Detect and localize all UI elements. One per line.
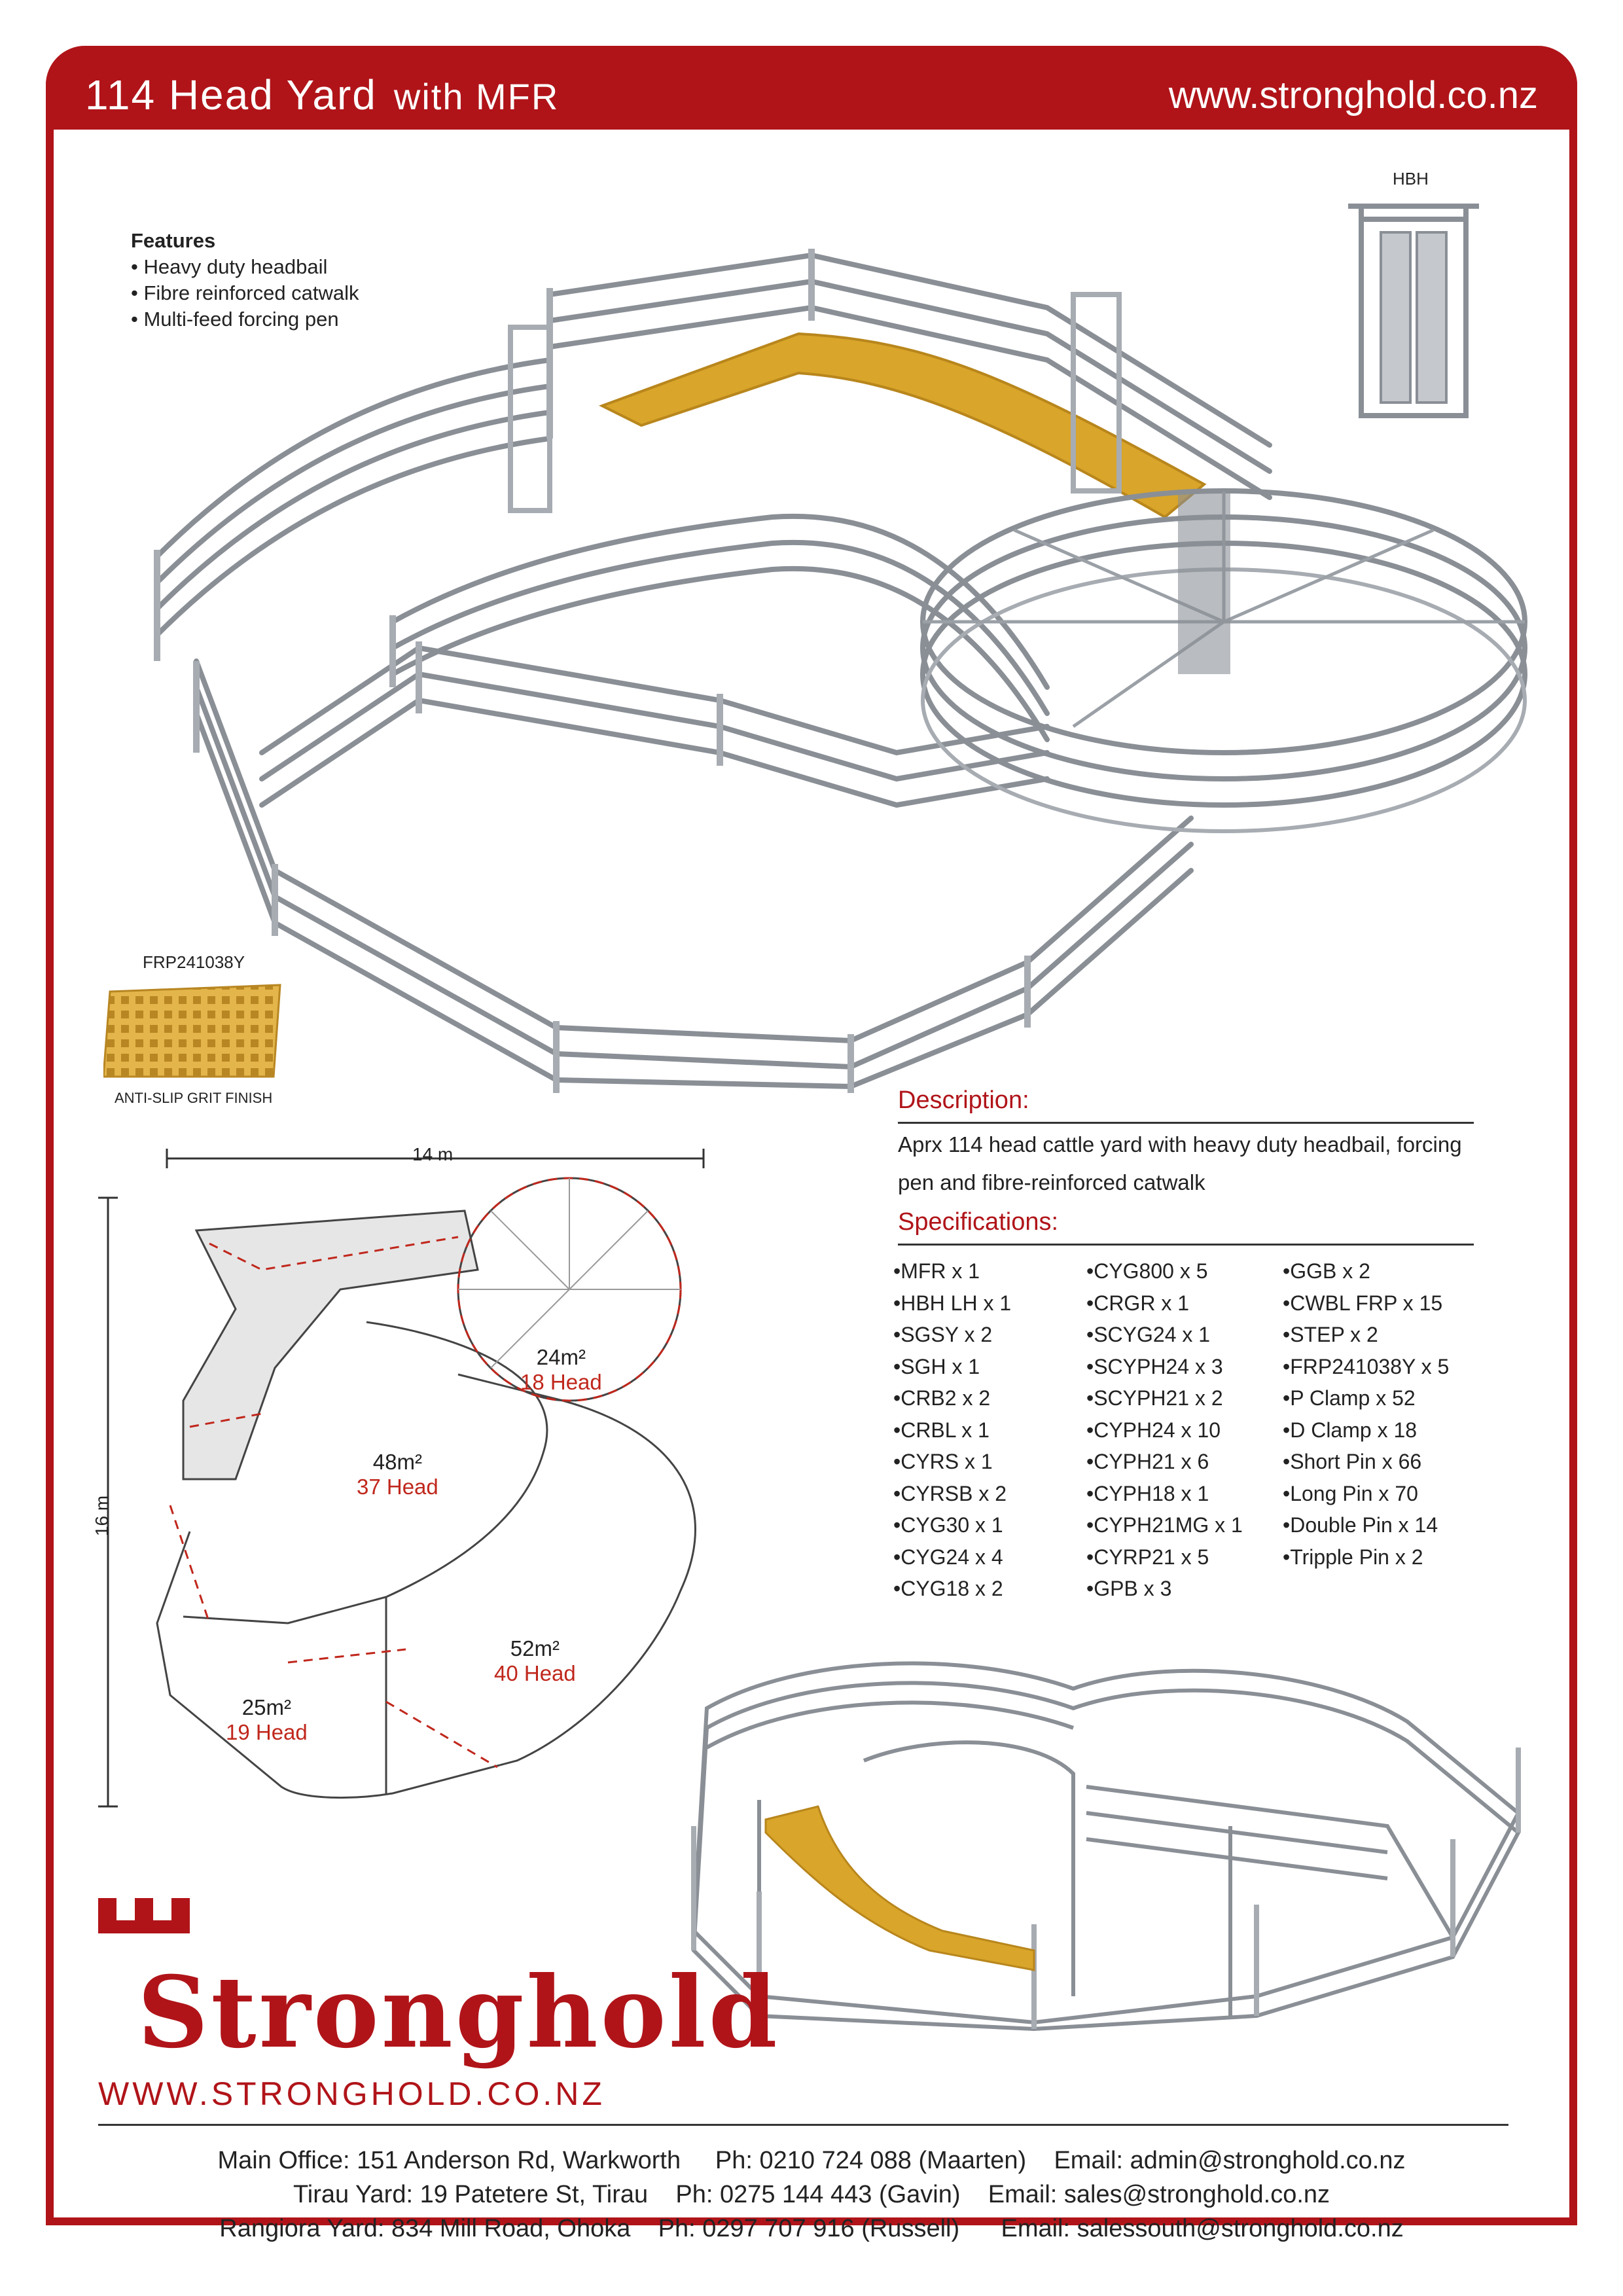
pen-area: 24m² [536, 1345, 586, 1369]
contact-name: Main Office: [217, 2147, 350, 2174]
contact-email[interactable]: Email: admin@stronghold.co.nz [1054, 2147, 1406, 2174]
spec-item: HBH LH x 1 [893, 1287, 1011, 1319]
spec-item: MFR x 1 [893, 1255, 1011, 1287]
spec-item: CYRS x 1 [893, 1446, 1011, 1478]
spec-item: CYPH18 x 1 [1086, 1478, 1243, 1510]
feature-item: Heavy duty headbail [131, 254, 359, 280]
pen-head-count: 40 Head [494, 1661, 576, 1685]
pen-head-count: 19 Head [226, 1720, 308, 1744]
yard-plan-drawing [98, 1149, 705, 1808]
spec-item: CWBL FRP x 15 [1283, 1287, 1449, 1319]
plan-height-label: 16 m [92, 1495, 113, 1537]
spec-item: Tripple Pin x 2 [1283, 1541, 1449, 1573]
stronghold-castle-icon [98, 1898, 190, 1933]
spec-item: CYPH24 x 10 [1086, 1414, 1243, 1446]
title-suffix: with MFR [393, 76, 560, 117]
spec-item: SCYPH21 x 2 [1086, 1382, 1243, 1414]
page-title: 114 Head Yard with MFR [85, 71, 559, 119]
pen-label-forcing: 24m² 18 Head [520, 1345, 602, 1395]
logo-url[interactable]: WWW.STRONGHOLD.CO.NZ [98, 2075, 605, 2112]
spec-item: Short Pin x 66 [1283, 1446, 1449, 1478]
description-divider [898, 1122, 1474, 1124]
spec-item: CYPH21 x 6 [1086, 1446, 1243, 1478]
yard-illustration-secondary [691, 1661, 1521, 2032]
spec-item: GPB x 3 [1086, 1573, 1243, 1605]
contact-line-rangiora: Rangiora Yard: 834 Mill Road, Ohoka Ph: … [0, 2215, 1623, 2243]
spec-item: CYRSB x 2 [893, 1478, 1011, 1510]
hbh-label: HBH [1393, 169, 1429, 188]
spec-item: CYG18 x 2 [893, 1573, 1011, 1605]
contact-phone[interactable]: Ph: 0297 707 916 (Russell) [658, 2215, 960, 2242]
pen-label-main: 48m² 37 Head [357, 1450, 438, 1499]
contact-email[interactable]: Email: salessouth@stronghold.co.nz [1001, 2215, 1404, 2242]
spec-item: CRB2 x 2 [893, 1382, 1011, 1414]
spec-item: CYRP21 x 5 [1086, 1541, 1243, 1573]
specifications-heading: Specifications: [898, 1208, 1059, 1236]
spec-item: CRBL x 1 [893, 1414, 1011, 1446]
features-list: Features Heavy duty headbail Fibre reinf… [131, 228, 359, 332]
pen-area: 25m² [241, 1695, 291, 1719]
pen-area: 48m² [372, 1450, 422, 1474]
pen-head-count: 18 Head [520, 1370, 602, 1394]
spec-item: CRGR x 1 [1086, 1287, 1243, 1319]
spec-item: SGSY x 2 [893, 1319, 1011, 1351]
contact-name: Rangiora Yard: [219, 2215, 385, 2242]
contact-line-tirau: Tirau Yard: 19 Patetere St, Tirau Ph: 02… [0, 2181, 1623, 2209]
contact-line-main-office: Main Office: 151 Anderson Rd, Warkworth … [0, 2147, 1623, 2175]
spec-item: D Clamp x 18 [1283, 1414, 1449, 1446]
specifications-divider [898, 1244, 1474, 1246]
spec-item: P Clamp x 52 [1283, 1382, 1449, 1414]
pen-area: 52m² [510, 1636, 560, 1660]
spec-column-1: MFR x 1 HBH LH x 1 SGSY x 2 SGH x 1 CRB2… [893, 1255, 1011, 1605]
logo-wordmark: Stronghold [137, 1955, 780, 2070]
spec-item: CYG800 x 5 [1086, 1255, 1243, 1287]
pen-label-left: 25m² 19 Head [226, 1695, 308, 1745]
spec-column-2: CYG800 x 5 CRGR x 1 SCYG24 x 1 SCYPH24 x… [1086, 1255, 1243, 1605]
spec-item: STEP x 2 [1283, 1319, 1449, 1351]
spec-item: SCYG24 x 1 [1086, 1319, 1243, 1351]
spec-column-3: GGB x 2 CWBL FRP x 15 STEP x 2 FRP241038… [1283, 1255, 1449, 1573]
contact-phone[interactable]: Ph: 0210 724 088 (Maarten) [715, 2147, 1027, 2174]
contact-address: 19 Patetere St, Tirau [419, 2181, 649, 2208]
spec-item: Double Pin x 14 [1283, 1509, 1449, 1541]
pen-head-count: 37 Head [357, 1475, 438, 1499]
contact-address: 834 Mill Road, Ohoka [391, 2215, 631, 2242]
contact-email[interactable]: Email: sales@stronghold.co.nz [988, 2181, 1330, 2208]
features-heading: Features [131, 229, 216, 252]
spec-item: Long Pin x 70 [1283, 1478, 1449, 1510]
spec-item: SCYPH24 x 3 [1086, 1351, 1243, 1383]
frp-grating-swatch [103, 984, 281, 1078]
spec-item: SGH x 1 [893, 1351, 1011, 1383]
frp-code-label: FRP241038Y [143, 952, 245, 972]
pen-label-right: 52m² 40 Head [494, 1636, 576, 1686]
page-frame [46, 46, 1577, 2225]
contact-address: 151 Anderson Rd, Warkworth [357, 2147, 681, 2174]
header-website-link[interactable]: www.stronghold.co.nz [1168, 74, 1538, 117]
spec-item: CYG24 x 4 [893, 1541, 1011, 1573]
spec-item: CYPH21MG x 1 [1086, 1509, 1243, 1541]
yard-illustration-main [154, 249, 1527, 1093]
spec-item: CYG30 x 1 [893, 1509, 1011, 1541]
feature-item: Multi-feed forcing pen [131, 306, 359, 332]
contact-phone[interactable]: Ph: 0275 144 443 (Gavin) [675, 2181, 961, 2208]
plan-width-label: 14 m [412, 1144, 454, 1164]
spec-item: GGB x 2 [1283, 1255, 1449, 1287]
frp-finish-label: ANTI-SLIP GRIT FINISH [115, 1090, 273, 1106]
description-heading: Description: [898, 1086, 1029, 1114]
header-bar [46, 46, 1577, 130]
description-text: Aprx 114 head cattle yard with heavy dut… [898, 1132, 1462, 1194]
hbh-headbail-image [1348, 204, 1479, 418]
spec-item: FRP241038Y x 5 [1283, 1351, 1449, 1383]
title-main: 114 Head Yard [85, 71, 377, 118]
footer-divider [98, 2124, 1508, 2126]
contact-name: Tirau Yard: [293, 2181, 414, 2208]
feature-item: Fibre reinforced catwalk [131, 280, 359, 306]
